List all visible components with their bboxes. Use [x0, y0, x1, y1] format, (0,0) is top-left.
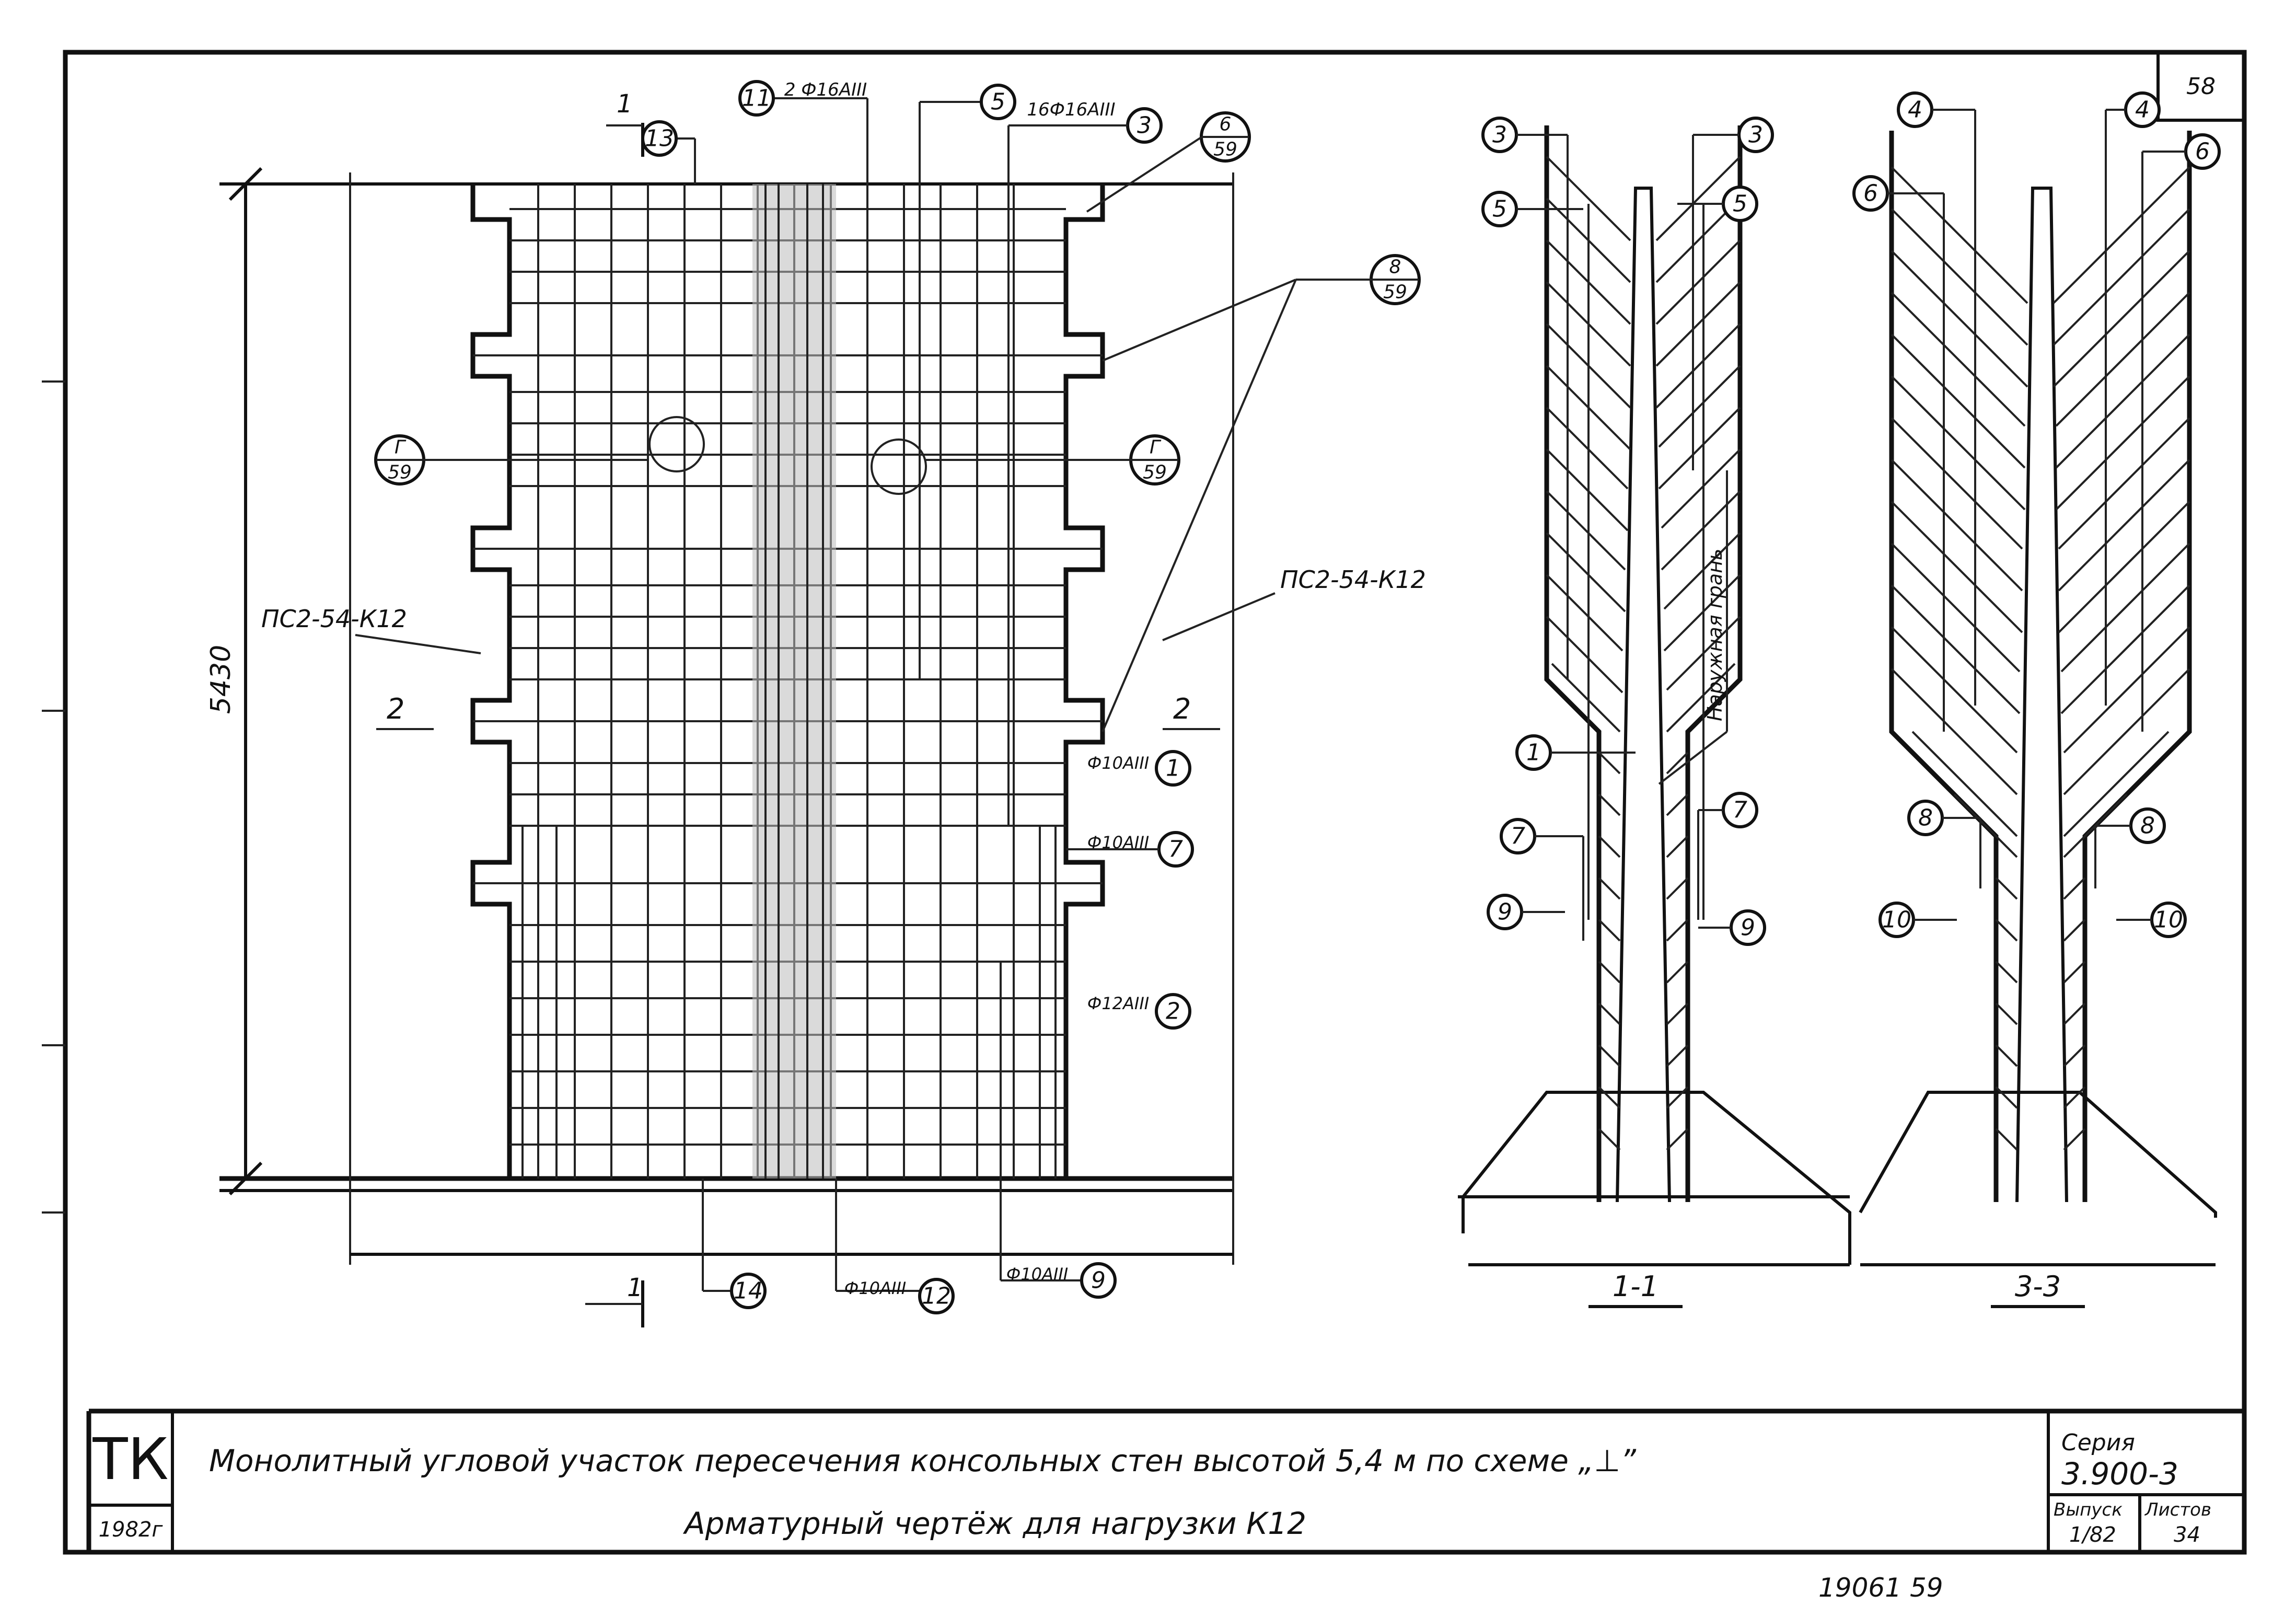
ref-6-bottom: 59 [1213, 139, 1237, 160]
svg-text:8: 8 [1918, 805, 1933, 831]
svg-text:4: 4 [1908, 97, 1922, 123]
svg-text:10: 10 [2154, 907, 2183, 933]
plan-view: 5430 ПС2-54-К12 ПС2-54-К12 2 2 1 1 13 11… [205, 79, 1426, 1327]
callout-1 [1155, 750, 1191, 787]
bottom-note: 19061 59 [1818, 1573, 1943, 1603]
sheets-value: 34 [2174, 1523, 2200, 1547]
svg-text:13: 13 [645, 125, 674, 152]
svg-text:10: 10 [1882, 907, 1911, 933]
section-3-3-hatch [1891, 166, 2190, 1151]
svg-text:1: 1 [1166, 755, 1180, 782]
svg-text:7: 7 [1733, 797, 1747, 824]
section-1-1-title: 1-1 [1613, 1270, 1659, 1303]
issue-value: 1/82 [2069, 1523, 2116, 1547]
sheet-number-box [2156, 51, 2246, 122]
section-1-1: 1-1 Наружная грань 3 3 5 5 1 7 7 9 9 [1458, 117, 1851, 1308]
section-1-1-note: Наружная грань [1703, 549, 1726, 721]
sheet-frame [63, 50, 2247, 1555]
sheet-number: 58 [2186, 73, 2216, 100]
callout-9 [1080, 1262, 1117, 1299]
section-3-3: 3-3 4 4 6 6 8 8 10 10 [1852, 91, 2221, 1308]
title-year: 1982г [99, 1518, 164, 1542]
callout-3-text: 16Ф16АIII [1027, 99, 1115, 120]
ref-g-right-top: Г [1150, 437, 1162, 458]
svg-text:3: 3 [1137, 112, 1152, 139]
ref-g-right-bottom: 59 [1143, 462, 1167, 483]
section-1-bottom: 1 [627, 1273, 643, 1302]
svg-text:9: 9 [1498, 899, 1512, 926]
svg-text:3: 3 [1748, 122, 1763, 148]
svg-text:9: 9 [1091, 1267, 1106, 1294]
svg-text:12: 12 [922, 1283, 951, 1310]
section-1-top: 1 [617, 89, 633, 119]
svg-text:3: 3 [1492, 122, 1507, 148]
svg-text:9: 9 [1741, 915, 1755, 941]
svg-text:11: 11 [742, 85, 771, 112]
callout-14 [730, 1273, 767, 1309]
series-value: 3.900-3 [2061, 1456, 2178, 1492]
issue-label: Выпуск [2054, 1499, 2123, 1520]
section-3-3-title: 3-3 [2015, 1270, 2061, 1303]
svg-text:14: 14 [734, 1278, 763, 1304]
title-org: ТК [92, 1426, 168, 1493]
ref-g-left-top: Г [395, 437, 407, 458]
series-label: Серия [2061, 1429, 2135, 1456]
edge-ticks [42, 380, 65, 1214]
ref-g-left-bottom: 59 [388, 462, 412, 483]
section-2-left: 2 [387, 692, 404, 725]
callout-11-text: 2 Ф16АIII [784, 79, 867, 100]
svg-text:5: 5 [991, 89, 1005, 116]
plan-callouts: 13 11 2 Ф16АIII 5 3 16Ф16АIII 1 Ф10АIII … [641, 79, 1194, 1314]
callout-11 [738, 80, 775, 117]
title-block: ТК 1982г Монолитный угловой участок пере… [86, 1408, 2244, 1552]
ref-6-top: 6 [1220, 114, 1232, 135]
svg-text:8: 8 [2140, 813, 2155, 839]
callout-5 [980, 84, 1016, 120]
plan-refs: 6 59 8 59 Г 59 Г 59 [374, 111, 1421, 732]
callout-9-text: Ф10АIII [1006, 1264, 1068, 1284]
plan-label-left: ПС2-54-К12 [261, 605, 407, 633]
plan-central-bars [764, 184, 824, 1179]
svg-text:6: 6 [1863, 180, 1878, 207]
section-2-right: 2 [1173, 692, 1191, 725]
title-line2: Арматурный чертёж для нагрузки К12 [682, 1506, 1306, 1541]
svg-text:7: 7 [1511, 823, 1525, 850]
callout-12 [918, 1278, 955, 1314]
callout-2 [1155, 993, 1191, 1030]
ref-8-bottom: 59 [1383, 282, 1407, 303]
svg-text:7: 7 [1168, 836, 1183, 863]
svg-text:5: 5 [1492, 196, 1507, 223]
svg-text:6: 6 [2195, 138, 2210, 165]
section-1-1-hatch [1546, 156, 1741, 1151]
dimension-height: 5430 [205, 645, 237, 714]
plan-label-right: ПС2-54-К12 [1280, 565, 1426, 594]
svg-text:1: 1 [1526, 740, 1541, 766]
section-1-1-marks: 3 3 5 5 1 7 7 9 9 [1481, 117, 1774, 946]
svg-text:5: 5 [1733, 191, 1747, 217]
callout-13 [641, 120, 678, 157]
callout-2-text: Ф12АIII [1087, 994, 1149, 1013]
title-line1: Монолитный угловой участок пересечения к… [209, 1443, 1637, 1479]
svg-text:4: 4 [2135, 97, 2150, 123]
callout-12-text: Ф10АIII [844, 1278, 906, 1298]
svg-text:2: 2 [1166, 998, 1180, 1025]
sheets-label: Листов [2144, 1499, 2211, 1520]
section-3-3-marks: 4 4 6 6 8 8 10 10 [1852, 91, 2221, 938]
ref-8-top: 8 [1389, 257, 1401, 278]
callout-1-text: Ф10АIII [1087, 753, 1149, 773]
